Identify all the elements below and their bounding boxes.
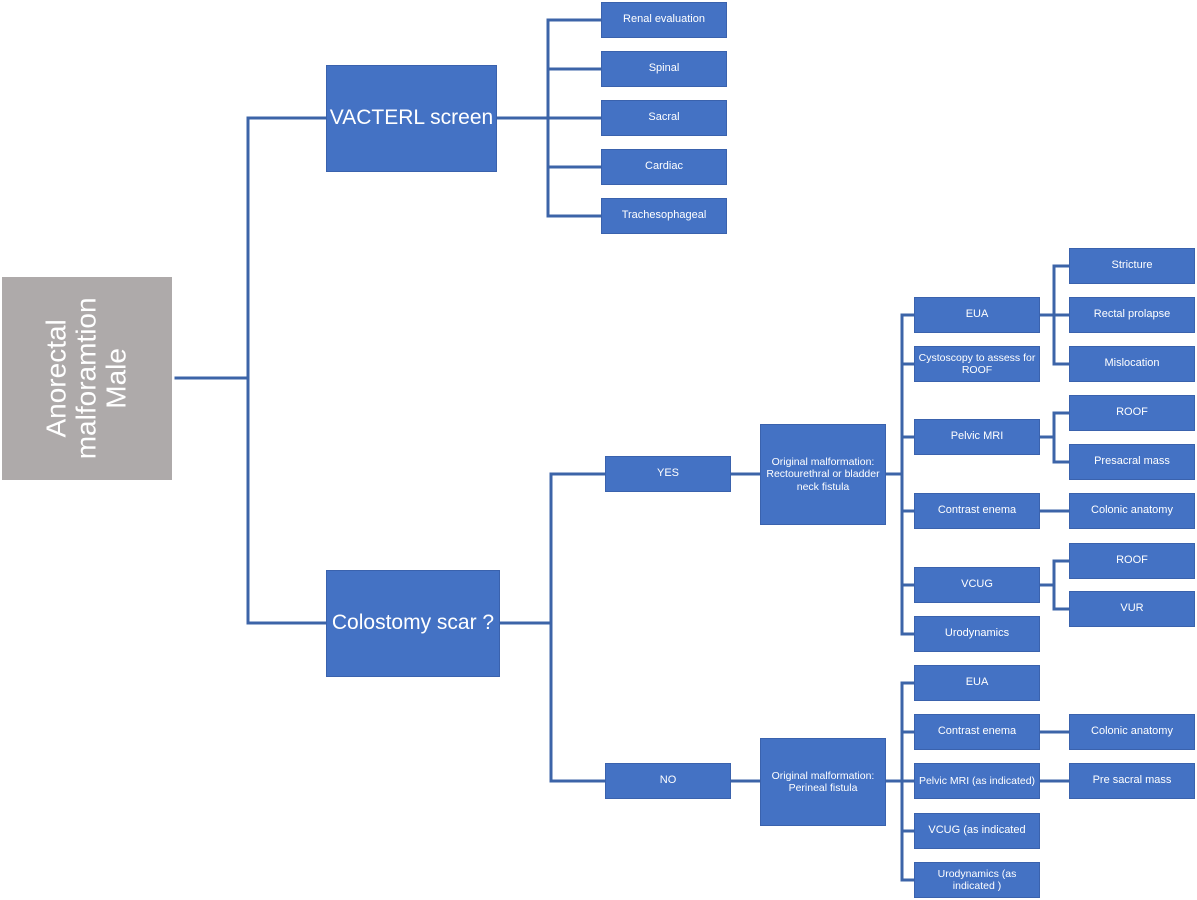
yes-test-vcug: VCUG <box>914 567 1040 603</box>
outcome-pre-sacral-mass: Pre sacral mass <box>1069 763 1195 799</box>
vacterl-item-trachesophageal: Trachesophageal <box>601 198 727 234</box>
no-malformation-node: Original malformation: Perineal fistula <box>760 738 886 826</box>
no-test-eua: EUA <box>914 665 1040 701</box>
vacterl-item-cardiac: Cardiac <box>601 149 727 185</box>
yes-test-contrast-enema: Contrast enema <box>914 493 1040 529</box>
yes-node: YES <box>605 456 731 492</box>
yes-test-eua: EUA <box>914 297 1040 333</box>
outcome-colonic-anatomy-no: Colonic anatomy <box>1069 714 1195 750</box>
vacterl-item-renal: Renal evaluation <box>601 2 727 38</box>
root-label-line2: malforamtion <box>70 297 102 460</box>
outcome-roof-mri: ROOF <box>1069 395 1195 431</box>
root-label: Anorectal malforamtion Male <box>40 297 133 460</box>
no-test-pelvic-mri: Pelvic MRI (as indicated) <box>914 763 1040 799</box>
outcome-vur: VUR <box>1069 591 1195 627</box>
root-label-line3: Male <box>101 348 133 409</box>
vacterl-screen-node: VACTERL screen <box>326 65 497 172</box>
outcome-mislocation: Mislocation <box>1069 346 1195 382</box>
colostomy-scar-node: Colostomy scar ? <box>326 570 500 677</box>
outcome-presacral-mass: Presacral mass <box>1069 444 1195 480</box>
yes-test-pelvic-mri: Pelvic MRI <box>914 419 1040 455</box>
no-test-contrast-enema: Contrast enema <box>914 714 1040 750</box>
vacterl-item-sacral: Sacral <box>601 100 727 136</box>
outcome-colonic-anatomy-yes: Colonic anatomy <box>1069 493 1195 529</box>
no-test-urodynamics: Urodynamics (as indicated ) <box>914 862 1040 898</box>
yes-test-urodynamics: Urodynamics <box>914 616 1040 652</box>
outcome-stricture: Stricture <box>1069 248 1195 284</box>
no-node: NO <box>605 763 731 799</box>
no-test-vcug: VCUG (as indicated <box>914 813 1040 849</box>
vacterl-item-spinal: Spinal <box>601 51 727 87</box>
yes-test-cystoscopy: Cystoscopy to assess for ROOF <box>914 346 1040 382</box>
root-node: Anorectal malforamtion Male <box>2 277 172 480</box>
root-label-line1: Anorectal <box>40 319 72 438</box>
outcome-roof-vcug: ROOF <box>1069 543 1195 579</box>
yes-malformation-node: Original malformation: Rectourethral or … <box>760 424 886 525</box>
outcome-rectal-prolapse: Rectal prolapse <box>1069 297 1195 333</box>
